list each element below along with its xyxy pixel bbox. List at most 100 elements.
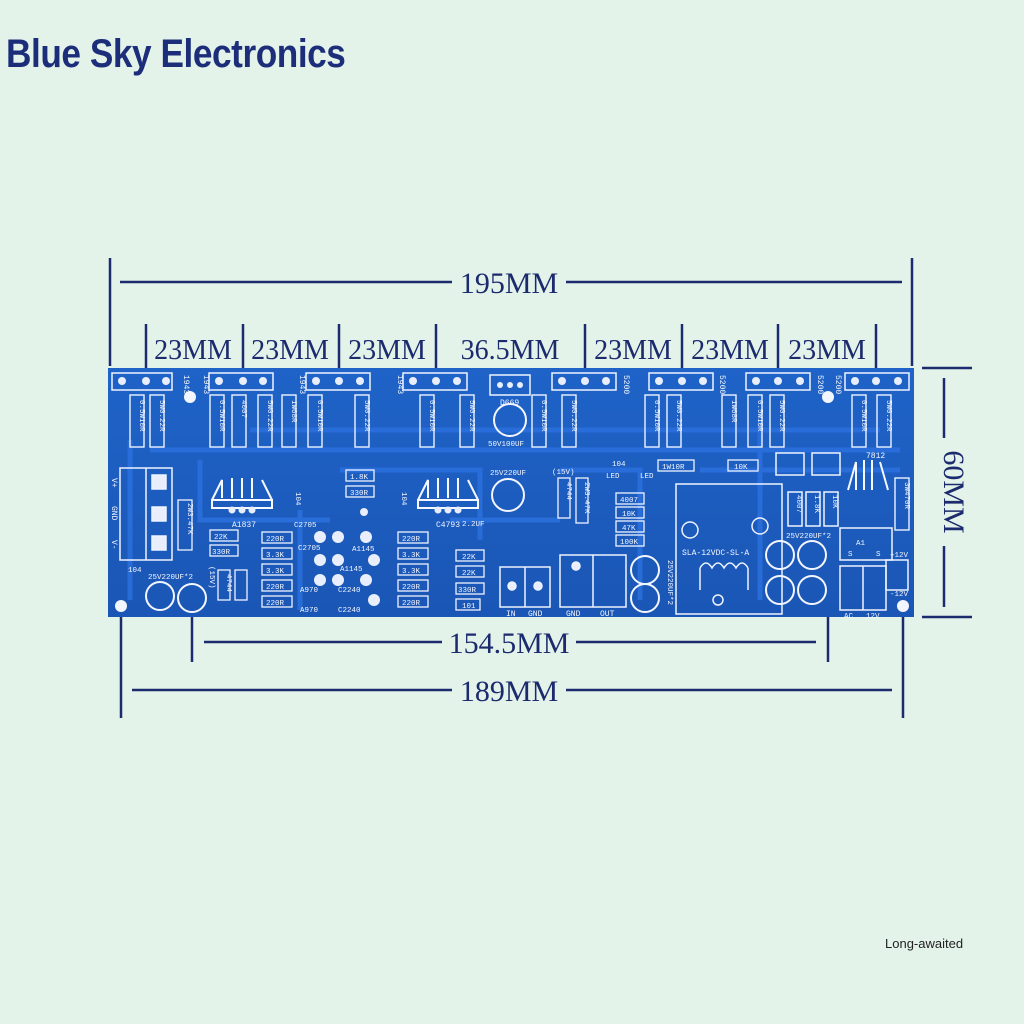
svg-text:220R: 220R xyxy=(402,600,421,608)
svg-text:LED: LED xyxy=(606,473,620,481)
svg-text:25V220UF*2: 25V220UF*2 xyxy=(665,560,673,605)
svg-text:0.5W10R: 0.5W10R xyxy=(755,400,763,432)
svg-text:1943: 1943 xyxy=(395,375,404,394)
svg-text:1.8K: 1.8K xyxy=(812,495,820,514)
svg-text:C2240: C2240 xyxy=(338,607,361,615)
horizontal-resistor-boxes xyxy=(209,459,759,611)
capacitor-labels: 50V100UF 25V220UF 25V220UF*2 25V220UF*2 … xyxy=(128,441,831,605)
driver-labels: A1837 C4793 7812 xyxy=(232,452,885,530)
small-transistor-labels: C2705 C2705 A1145 A1145 A970 A970 C2240 … xyxy=(294,522,375,615)
svg-text:C4793: C4793 xyxy=(436,521,460,530)
svg-text:12V: 12V xyxy=(866,613,880,621)
section-width-label: 23MM xyxy=(691,335,769,366)
svg-text:5W0.22R: 5W0.22R xyxy=(777,400,785,432)
svg-text:+12V: +12V xyxy=(890,552,909,560)
svg-text:C2240: C2240 xyxy=(338,587,361,595)
svg-text:330R: 330R xyxy=(212,549,231,557)
svg-text:104: 104 xyxy=(612,461,626,469)
svg-text:5200: 5200 xyxy=(717,375,726,394)
svg-text:330R: 330R xyxy=(350,490,369,498)
dimension-labels: 195MM 23MM 23MM 23MM 36.5MM 23MM 23MM 23… xyxy=(154,267,970,708)
svg-text:2W3.47K: 2W3.47K xyxy=(582,482,590,514)
svg-text:1W68R: 1W68R xyxy=(729,400,737,423)
svg-text:C2705: C2705 xyxy=(298,545,321,553)
svg-text:50V100UF: 50V100UF xyxy=(488,441,524,449)
mounting-holes xyxy=(115,391,909,612)
svg-text:104: 104 xyxy=(128,567,142,575)
svg-text:V+: V+ xyxy=(109,478,118,488)
svg-text:22K: 22K xyxy=(214,534,228,542)
svg-text:22K: 22K xyxy=(462,570,476,578)
svg-text:0.5W10R: 0.5W10R xyxy=(217,400,225,432)
height-label: 60MM xyxy=(937,450,970,533)
svg-text:4007: 4007 xyxy=(239,400,247,418)
section-width-label: 36.5MM xyxy=(461,335,560,366)
svg-text:GND: GND xyxy=(566,610,581,619)
svg-text:5200: 5200 xyxy=(815,375,824,394)
regulator-section xyxy=(775,452,909,611)
svg-text:220R: 220R xyxy=(402,584,421,592)
svg-text:2W3.47K: 2W3.47K xyxy=(185,503,193,535)
svg-text:3.3K: 3.3K xyxy=(402,568,421,576)
svg-text:C2705: C2705 xyxy=(294,522,317,530)
svg-text:A1837: A1837 xyxy=(232,521,256,530)
power-input-terminal xyxy=(119,467,173,561)
small-transistors xyxy=(314,508,380,606)
section-width-label: 23MM xyxy=(788,335,866,366)
svg-text:A1145: A1145 xyxy=(340,566,363,574)
svg-text:A970: A970 xyxy=(300,607,319,615)
svg-text:1943: 1943 xyxy=(201,375,210,394)
power-transistor-pads xyxy=(111,372,910,396)
section-width-label: 23MM xyxy=(348,335,426,366)
svg-text:IN: IN xyxy=(506,610,516,619)
svg-text:AC: AC xyxy=(844,613,854,621)
svg-text:104: 104 xyxy=(399,492,407,506)
svg-text:S: S xyxy=(848,551,853,559)
signal-connectors xyxy=(499,554,627,608)
svg-text:0.5W10R: 0.5W10R xyxy=(652,400,660,432)
svg-text:1.8K: 1.8K xyxy=(350,474,369,482)
svg-text:A1145: A1145 xyxy=(352,546,375,554)
svg-text:7812: 7812 xyxy=(866,452,885,461)
pads xyxy=(118,377,902,388)
svg-text:LED: LED xyxy=(640,473,654,481)
svg-text:3.3K: 3.3K xyxy=(266,568,285,576)
signal-connector-labels: IN GND GND OUT xyxy=(506,610,615,619)
svg-text:101: 101 xyxy=(462,603,476,611)
svg-text:5200: 5200 xyxy=(833,375,842,394)
relay-label: SLA-12VDC-SL-A xyxy=(682,549,749,558)
zener-labels: 2W3.47K 4744 (15V) 4744 2W3.47K (15V) xyxy=(185,469,590,593)
svg-text:220R: 220R xyxy=(266,600,285,608)
svg-text:1W10R: 1W10R xyxy=(662,464,685,472)
svg-text:330R: 330R xyxy=(458,587,477,595)
svg-text:25V220UF*2: 25V220UF*2 xyxy=(786,533,831,541)
svg-text:5W0.22R: 5W0.22R xyxy=(467,400,475,432)
capacitors xyxy=(145,403,827,613)
section-width-label: 23MM xyxy=(594,335,672,366)
svg-text:0.5W10R: 0.5W10R xyxy=(859,400,867,432)
svg-text:220R: 220R xyxy=(402,536,421,544)
svg-text:47K: 47K xyxy=(622,525,636,533)
section-width-label: 23MM xyxy=(251,335,329,366)
relay-footprint xyxy=(675,483,783,615)
svg-text:22K: 22K xyxy=(462,554,476,562)
svg-text:10K: 10K xyxy=(622,511,636,519)
svg-text:25V220UF*2: 25V220UF*2 xyxy=(148,574,193,582)
svg-text:GND: GND xyxy=(528,610,543,619)
svg-text:4744: 4744 xyxy=(224,574,232,593)
svg-text:5W0.22R: 5W0.22R xyxy=(674,400,682,432)
svg-text:(15V): (15V) xyxy=(207,566,215,589)
svg-text:4744: 4744 xyxy=(564,482,572,501)
svg-text:S: S xyxy=(876,551,881,559)
svg-text:10K: 10K xyxy=(830,495,838,509)
svg-text:5W0.22R: 5W0.22R xyxy=(157,400,165,432)
driver-pads xyxy=(228,506,462,514)
pcb-board: 1943 1943 1943 1943 5200 5200 5200 5200 … xyxy=(108,368,914,621)
section-width-label: 23MM xyxy=(154,335,232,366)
svg-text:5W0.22R: 5W0.22R xyxy=(884,400,892,432)
svg-text:25V220UF: 25V220UF xyxy=(490,470,526,478)
svg-text:5W0.22R: 5W0.22R xyxy=(569,400,577,432)
svg-text:220R: 220R xyxy=(266,584,285,592)
svg-text:1943: 1943 xyxy=(297,375,306,394)
svg-text:0.5W10R: 0.5W10R xyxy=(315,400,323,432)
